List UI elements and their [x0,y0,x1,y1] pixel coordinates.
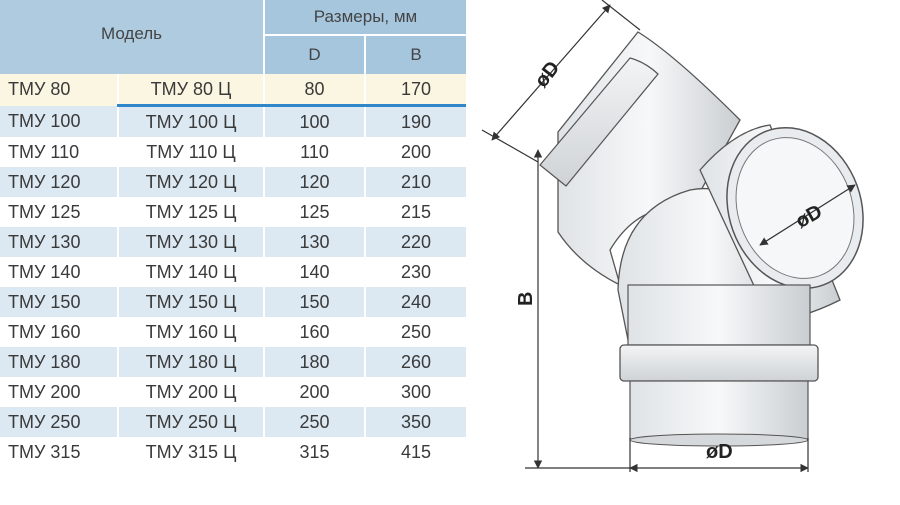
tee-drawing: øD øD øD B [481,0,864,473]
cell-model-c: ТМУ 180 Ц [117,347,264,377]
spec-table: Модель Размеры, мм D B ТМУ 80 ТМУ 80 Ц 8… [0,0,467,467]
cell-model: ТМУ 80 [0,74,118,106]
table-row: ТМУ 200 ТМУ 200 Ц 200 300 [0,377,467,407]
cell-b: 190 [363,105,467,137]
cell-b: 350 [363,407,467,437]
cell-b: 300 [363,377,467,407]
cell-d: 125 [263,197,365,227]
cell-d: 250 [263,407,365,437]
cell-d: 315 [263,437,365,467]
cell-model: ТМУ 180 [0,347,118,377]
cell-model: ТМУ 150 [0,287,118,317]
label-bottom-diameter: øD [706,441,733,463]
lower-pipe [619,284,819,447]
cell-d: 120 [263,167,365,197]
cell-d: 150 [263,287,365,317]
cell-d: 100 [263,105,365,137]
cell-d: 200 [263,377,365,407]
cell-model: ТМУ 110 [0,137,118,167]
cell-model-c: ТМУ 110 Ц [117,137,264,167]
cell-b: 415 [363,437,467,467]
table-row: ТМУ 150 ТМУ 150 Ц 150 240 [0,287,467,317]
cell-model-c: ТМУ 80 Ц [117,74,264,107]
cell-b: 210 [363,167,467,197]
cell-model: ТМУ 200 [0,377,118,407]
cell-b: 170 [363,74,467,107]
table-row: ТМУ 110 ТМУ 110 Ц 110 200 [0,137,467,167]
cell-model-c: ТМУ 160 Ц [117,317,264,347]
cell-b: 220 [363,227,467,257]
cell-d: 130 [263,227,365,257]
cell-b: 240 [363,287,467,317]
header-model: Модель [0,0,264,74]
table-row: ТМУ 120 ТМУ 120 Ц 120 210 [0,167,467,197]
cell-model: ТМУ 125 [0,197,118,227]
cell-d: 110 [263,137,365,167]
table-row: ТМУ 250 ТМУ 250 Ц 250 350 [0,407,467,437]
cell-d: 80 [263,74,365,107]
cell-model: ТМУ 250 [0,407,118,437]
table-body: ТМУ 80 ТМУ 80 Ц 80 170 ТМУ 100 ТМУ 100 Ц… [0,74,467,467]
table-row: ТМУ 180 ТМУ 180 Ц 180 260 [0,347,467,377]
cell-b: 230 [363,257,467,287]
cell-b: 250 [363,317,467,347]
dimension-lines [481,0,856,473]
header-col-d: D [263,35,365,74]
table-row: ТМУ 80 ТМУ 80 Ц 80 170 [0,74,467,107]
table-row: ТМУ 140 ТМУ 140 Ц 140 230 [0,257,467,287]
table-row: ТМУ 160 ТМУ 160 Ц 160 250 [0,317,467,347]
header-col-b: B [363,35,467,74]
cell-model-c: ТМУ 315 Ц [117,437,264,467]
cell-d: 160 [263,317,365,347]
header-sizes: Размеры, мм [262,0,467,36]
label-height: B [515,292,537,306]
cell-model-c: ТМУ 200 Ц [117,377,264,407]
cell-d: 140 [263,257,365,287]
cell-model: ТМУ 160 [0,317,118,347]
table-row: ТМУ 315 ТМУ 315 Ц 315 415 [0,437,467,467]
table-row: ТМУ 100 ТМУ 100 Ц 100 190 [0,105,467,137]
cell-model-c: ТМУ 100 Ц [117,105,264,137]
cell-model-c: ТМУ 130 Ц [117,227,264,257]
cell-model-c: ТМУ 125 Ц [117,197,264,227]
cell-d: 180 [263,347,365,377]
cell-model-c: ТМУ 250 Ц [117,407,264,437]
cell-model: ТМУ 120 [0,167,118,197]
cell-model-c: ТМУ 140 Ц [117,257,264,287]
cell-b: 200 [363,137,467,167]
cell-model: ТМУ 315 [0,437,118,467]
cell-b: 260 [363,347,467,377]
cell-model: ТМУ 140 [0,257,118,287]
cell-b: 215 [363,197,467,227]
table-row: ТМУ 125 ТМУ 125 Ц 125 215 [0,197,467,227]
cell-model-c: ТМУ 120 Ц [117,167,264,197]
cell-model: ТМУ 100 [0,105,118,137]
table-row: ТМУ 130 ТМУ 130 Ц 130 220 [0,227,467,257]
cell-model-c: ТМУ 150 Ц [117,287,264,317]
cell-model: ТМУ 130 [0,227,118,257]
